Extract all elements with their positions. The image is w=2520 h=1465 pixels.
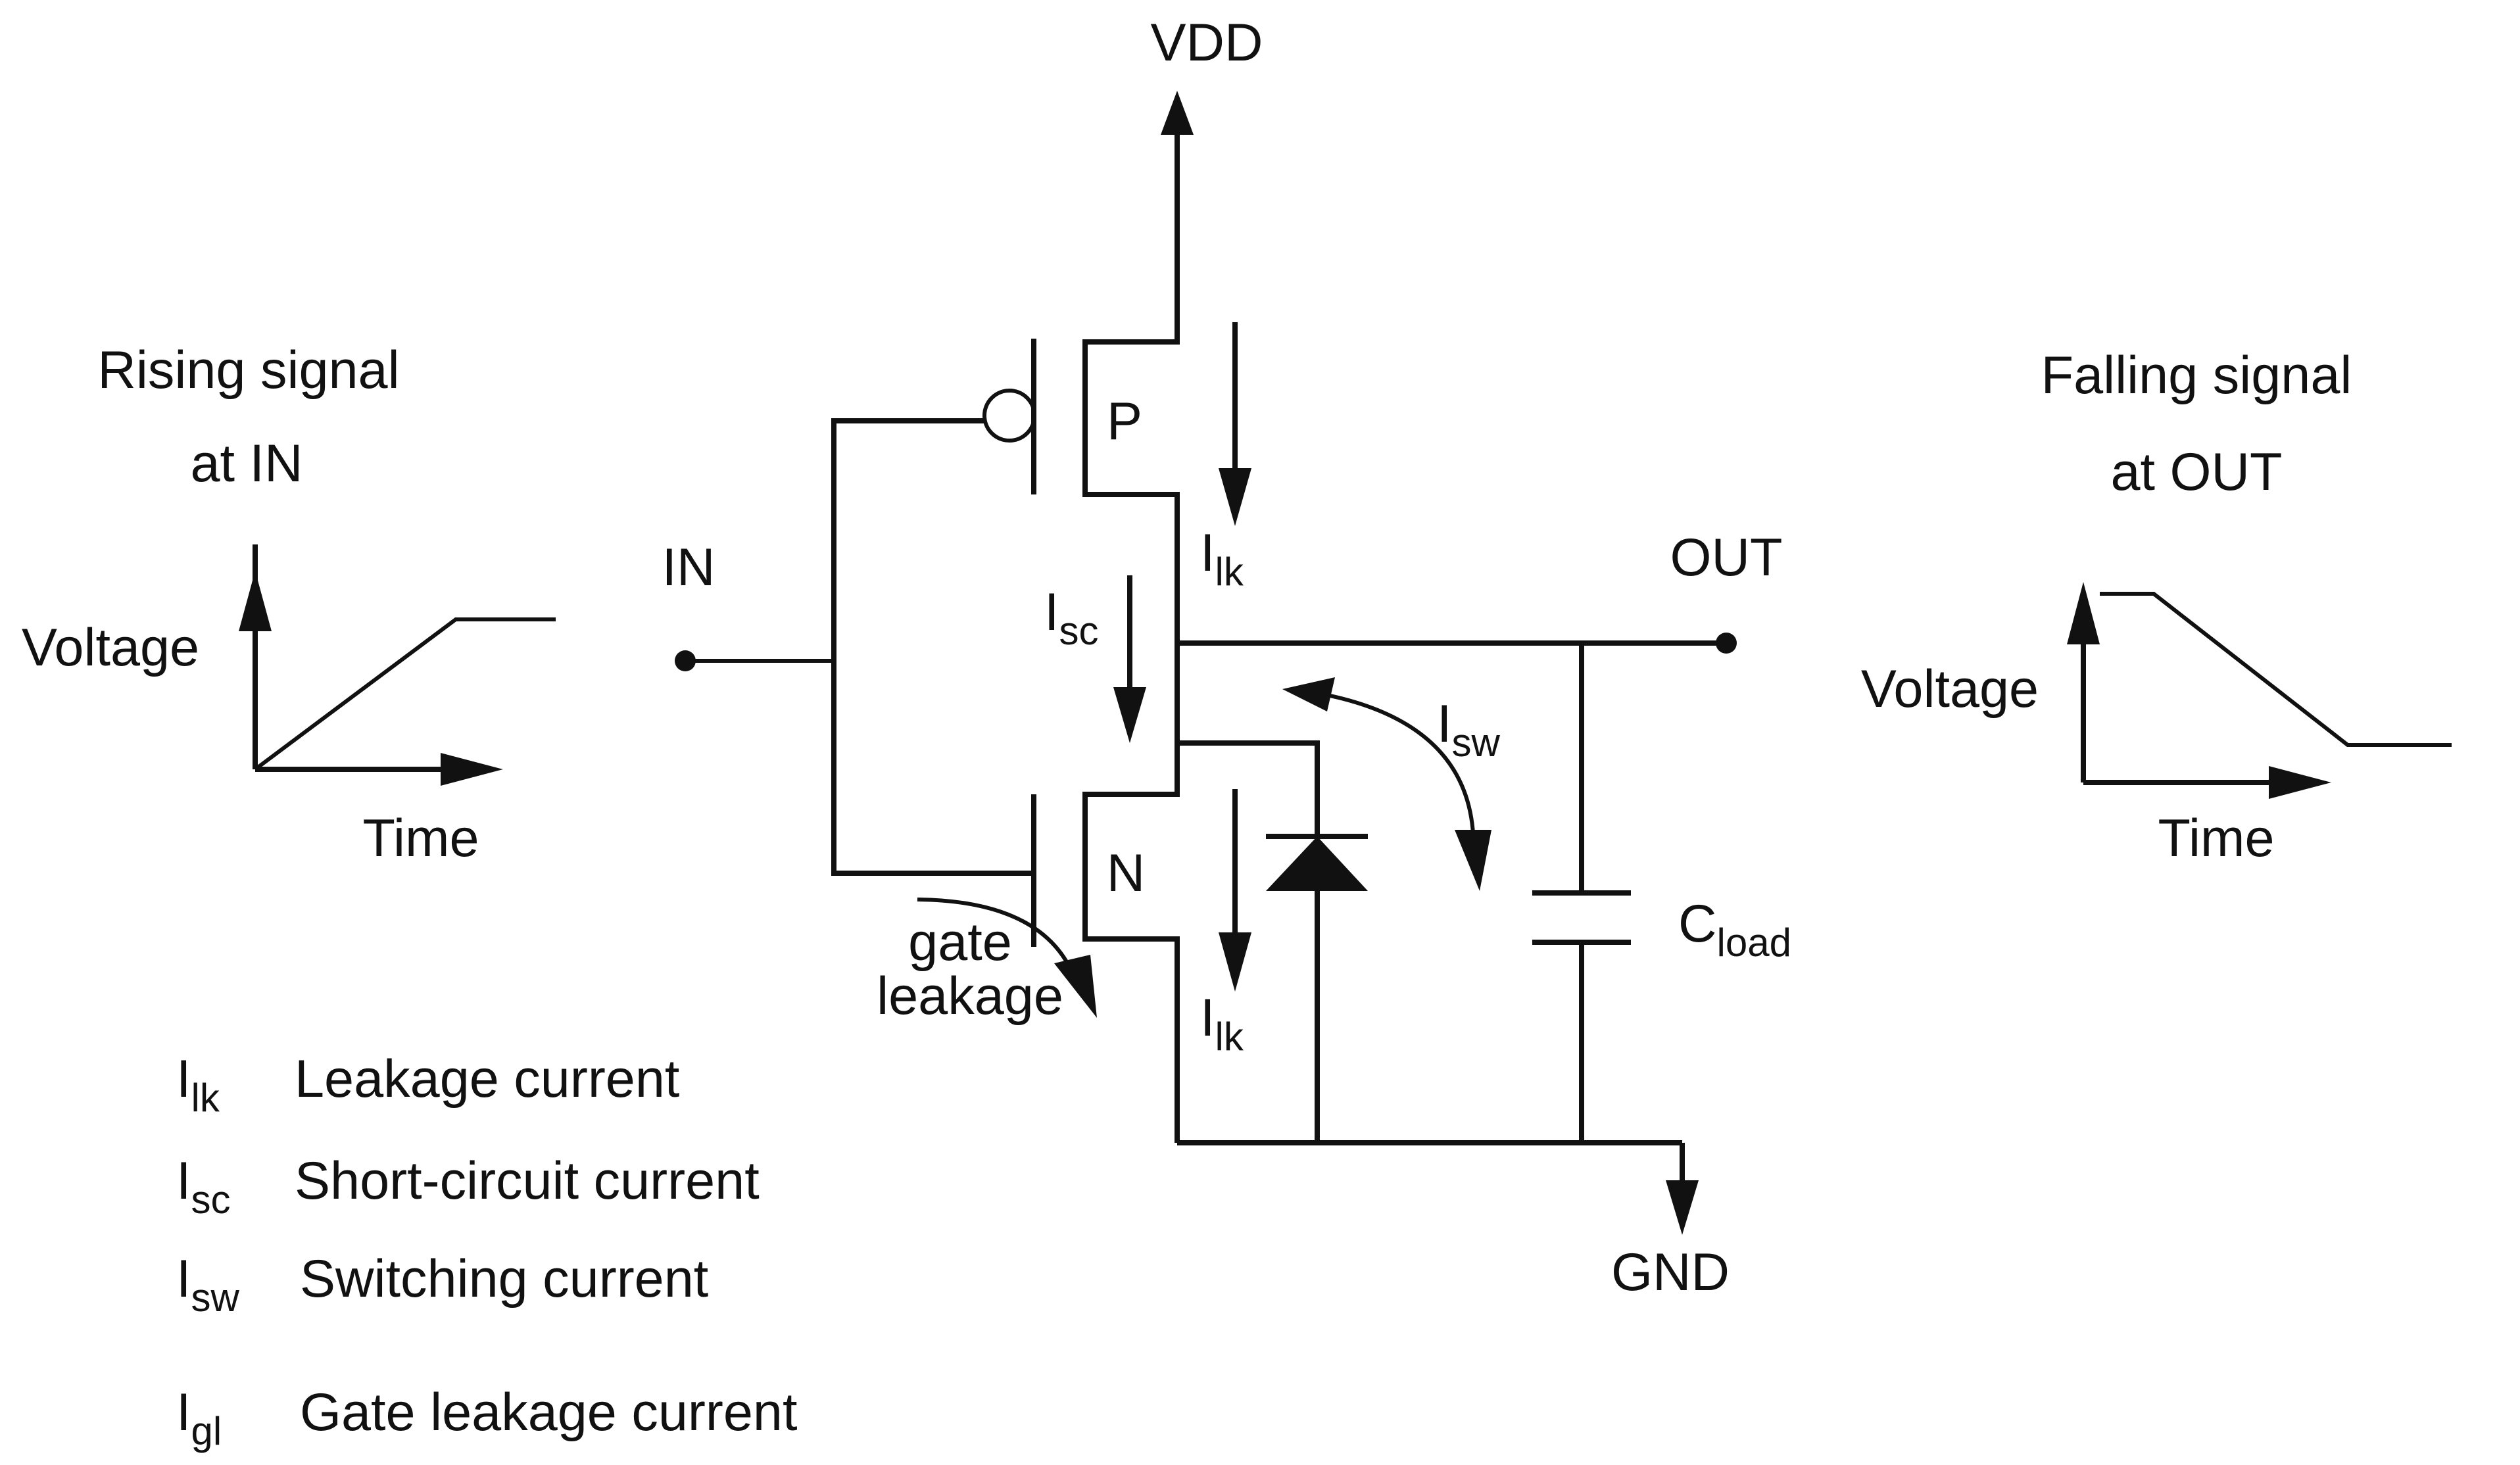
left-title-line2: at IN — [190, 434, 303, 493]
legend-text: Switching current — [300, 1249, 708, 1309]
legend-text: Gate leakage current — [300, 1383, 797, 1442]
nmos-channel — [1082, 723, 1180, 1143]
ilk-bottom-label: Ilk — [1200, 988, 1244, 1059]
cload-label: Cload — [1678, 894, 1791, 965]
rising-waveform — [254, 617, 556, 771]
falling-waveform — [2100, 592, 2452, 747]
isc-label: Isc — [1044, 583, 1099, 653]
right-x-arrowhead — [2269, 766, 2331, 799]
diode-triangle — [1266, 836, 1368, 891]
legend-symbol: Ilk — [176, 1049, 220, 1120]
pmos-gate-bubble — [982, 389, 1036, 443]
ilk-bottom-arrowhead — [1219, 932, 1251, 992]
gnd-arrowhead — [1666, 1180, 1699, 1235]
leakage-label: leakage — [877, 967, 1063, 1026]
current-arrows — [917, 322, 1491, 1018]
legend-item: Isw Switching current — [176, 1249, 708, 1320]
left-xlabel: Time — [363, 809, 479, 868]
out-label: OUT — [1670, 528, 1783, 587]
isw-arrowhead-end — [1455, 830, 1491, 891]
legend-symbol: Isw — [176, 1249, 240, 1320]
legend-item: Isc Short-circuit current — [176, 1151, 760, 1222]
pmos-channel — [1082, 145, 1180, 723]
right-y-arrowhead — [2067, 582, 2100, 644]
pmos-label: P — [1107, 392, 1142, 451]
vdd-label: VDD — [1150, 13, 1263, 72]
ilk-top-arrowhead — [1219, 468, 1251, 526]
legend-text: Leakage current — [295, 1049, 679, 1109]
right-signal-plot — [2067, 582, 2452, 799]
nmos-label: N — [1107, 844, 1146, 903]
right-ylabel: Voltage — [1861, 660, 2039, 719]
vdd-arrowhead — [1161, 91, 1194, 135]
out-terminal — [1716, 633, 1737, 654]
right-xlabel: Time — [2158, 809, 2275, 868]
left-x-arrowhead — [441, 753, 503, 786]
legend-item: Igl Gate leakage current — [176, 1383, 797, 1453]
circuit — [675, 91, 1737, 1235]
gate-label: gate — [908, 913, 1012, 972]
right-title-line2: at OUT — [2110, 443, 2282, 502]
isw-arrowhead-start — [1282, 677, 1335, 711]
legend: Ilk Leakage current Isc Short-circuit cu… — [176, 1049, 797, 1453]
legend-text: Short-circuit current — [295, 1151, 760, 1211]
in-label: IN — [662, 538, 715, 597]
isw-arrow — [1300, 688, 1476, 862]
left-y-arrowhead — [239, 571, 272, 631]
gate-leakage-arrowhead — [1054, 955, 1097, 1018]
gnd-label: GND — [1611, 1243, 1730, 1302]
right-title-line1: Falling signal — [2041, 346, 2352, 405]
isc-arrowhead — [1113, 687, 1146, 743]
left-signal-plot — [239, 544, 556, 786]
labels: VDD GND IN OUT P N gate leakage Ilk Isc … — [22, 13, 2352, 1302]
legend-symbol: Isc — [176, 1151, 231, 1222]
isw-label: Isw — [1437, 694, 1501, 765]
ilk-top-label: Ilk — [1200, 523, 1244, 594]
gate-bus — [831, 418, 1034, 876]
left-ylabel: Voltage — [22, 618, 199, 677]
left-title-line1: Rising signal — [97, 341, 399, 400]
legend-symbol: Igl — [176, 1383, 222, 1453]
legend-item: Ilk Leakage current — [176, 1049, 679, 1120]
